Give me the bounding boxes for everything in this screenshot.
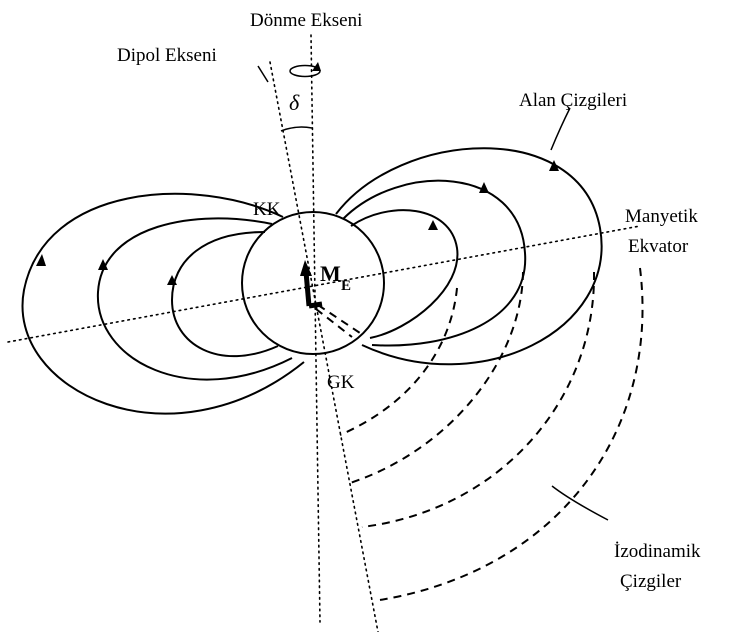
delta-label: δ	[289, 90, 300, 115]
south-pole-label: GK	[327, 372, 355, 393]
isodynamic-label-line1: İzodinamik	[614, 541, 701, 562]
dipole-axis-line	[269, 61, 379, 632]
rotation-arrow-icon	[289, 62, 321, 78]
magnetic-moment-arrow	[300, 260, 323, 309]
right-outer-arrow	[549, 160, 559, 171]
right-field-line-middle	[342, 179, 527, 347]
rotation-axis-label: Dönme Ekseni	[250, 10, 362, 31]
field-lines-label: Alan Çizgileri	[519, 90, 627, 111]
magnetic-equator-label-line1: Manyetik	[625, 206, 698, 227]
isodynamic-label-line2: Çizgiler	[620, 571, 682, 592]
magnetic-moment-label: M	[320, 261, 341, 286]
left-outer-arrow	[36, 254, 46, 266]
isodynamic-line-2	[349, 271, 524, 484]
left-middle-arrow	[98, 259, 108, 270]
right-middle-arrow	[479, 182, 489, 193]
left-inner-arrow	[167, 275, 177, 285]
right-inner-arrow	[428, 220, 438, 230]
field-lines-label-leader	[550, 107, 571, 151]
right-field-line-inner	[350, 209, 459, 339]
isodynamic-label-leader	[551, 485, 609, 521]
magnetic-moment-subscript: E	[341, 278, 351, 294]
magnetic-equator-label-line2: Ekvator	[628, 236, 689, 257]
north-pole-label: KK	[253, 199, 281, 220]
south-pole-hatch-1	[317, 304, 361, 334]
left-field-line-inner	[170, 231, 279, 357]
dipole-axis-label: Dipol Ekseni	[117, 45, 217, 66]
left-field-line-middle	[96, 217, 293, 381]
delta-angle-arc	[280, 126, 313, 132]
left-field-line-outer	[21, 192, 305, 415]
dipole-label-leader	[257, 65, 269, 83]
isodynamic-line-3	[361, 271, 596, 528]
isodynamic-line-1	[339, 287, 458, 436]
south-pole-hatch-2	[315, 308, 353, 338]
magnetic-equator-line	[7, 225, 641, 343]
right-field-line-outer	[335, 147, 603, 366]
earth-sphere	[241, 211, 385, 355]
rotation-axis-line	[310, 34, 321, 623]
isodynamic-line-4	[379, 267, 644, 601]
